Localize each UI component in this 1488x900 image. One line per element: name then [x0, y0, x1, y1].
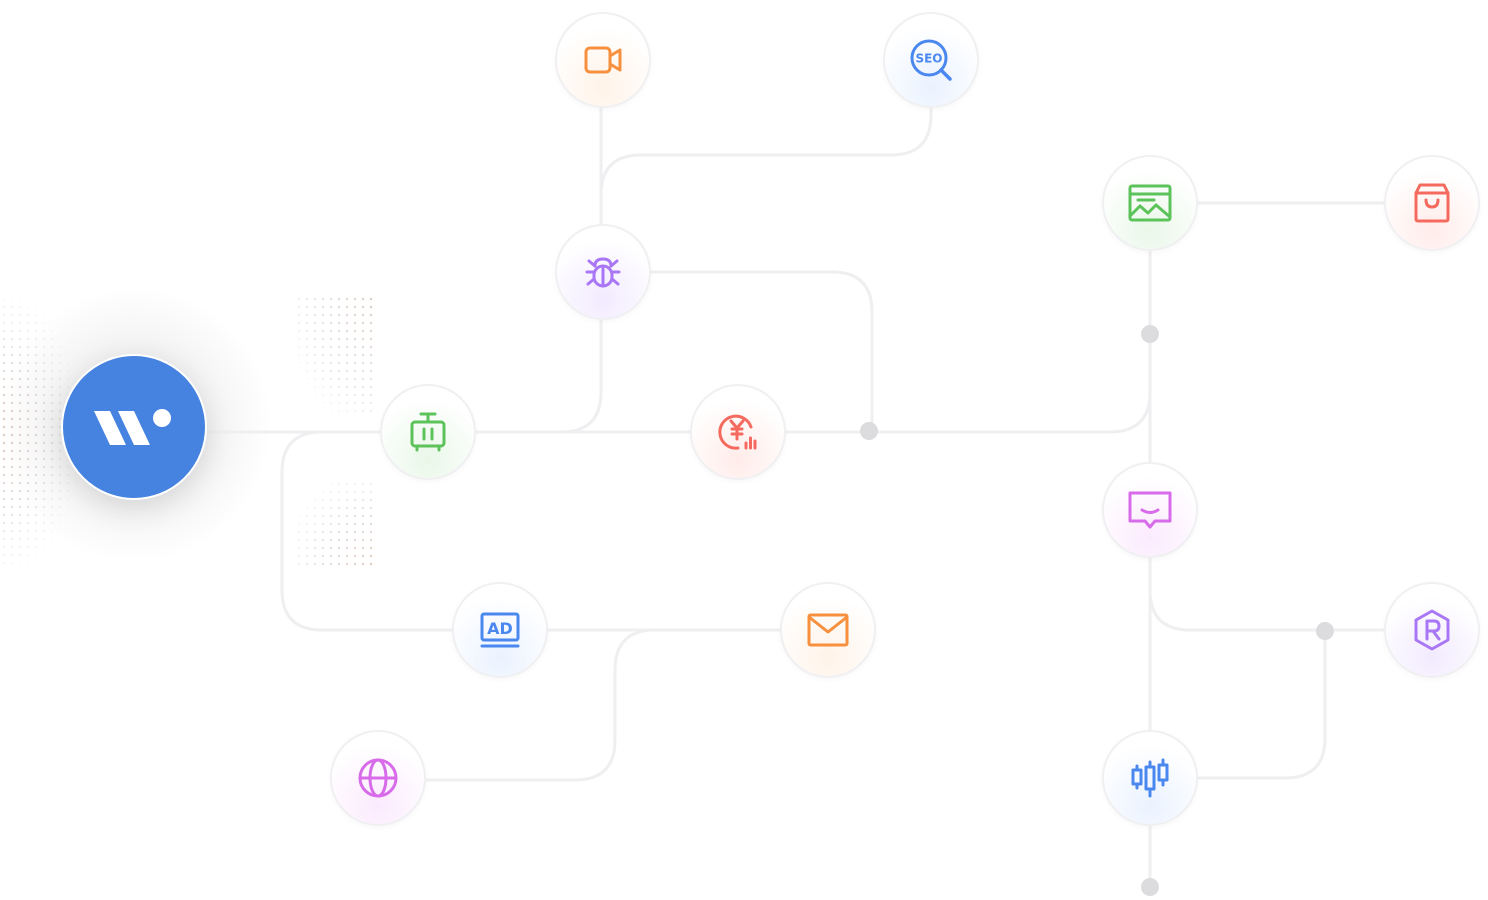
mail-envelope-icon	[807, 613, 849, 647]
node-stock[interactable]	[1102, 730, 1198, 826]
wire-logo-ad	[280, 430, 454, 632]
dot-pattern-right-top	[295, 295, 378, 415]
junction-dot	[860, 422, 878, 440]
wire-chat-registered	[1148, 578, 1386, 632]
globe-icon	[358, 758, 398, 798]
node-cost[interactable]	[690, 384, 786, 480]
wire-stock-junction	[1197, 630, 1327, 780]
video-camera-icon	[584, 46, 622, 74]
seo-search-icon: SEO	[910, 39, 952, 81]
dot-pattern-right-bottom	[295, 480, 378, 570]
node-shop[interactable]	[1384, 155, 1480, 251]
bug-icon	[585, 257, 621, 288]
shopping-bag-icon	[1414, 183, 1450, 223]
junction-dot	[1316, 622, 1334, 640]
web-image-icon	[1128, 184, 1172, 222]
chat-bubble-icon	[1128, 491, 1172, 529]
node-chat[interactable]	[1102, 462, 1198, 558]
seo-label: SEO	[915, 52, 942, 66]
ad-screen-icon: AD	[480, 612, 520, 648]
w-brand-logo	[94, 409, 171, 445]
node-seo[interactable]: SEO	[883, 12, 979, 108]
node-web-image[interactable]	[1102, 155, 1198, 251]
retro-tv-icon	[410, 412, 446, 452]
wire-seo-bug	[599, 106, 933, 197]
junction-dot	[1141, 878, 1159, 896]
brand-logo[interactable]	[61, 354, 207, 500]
node-globe[interactable]	[330, 730, 426, 826]
wire-bug-junction	[648, 270, 874, 432]
node-mail[interactable]	[780, 582, 876, 678]
junction-dot	[1141, 325, 1159, 343]
node-registered[interactable]	[1384, 582, 1480, 678]
wire-bug-tv	[559, 318, 603, 434]
yen-chart-icon	[718, 414, 757, 450]
node-tv[interactable]	[380, 384, 476, 480]
node-bug[interactable]	[555, 224, 651, 320]
node-video[interactable]	[555, 12, 651, 108]
wire-cost-right	[784, 250, 1152, 434]
node-ad[interactable]: AD	[452, 582, 548, 678]
wire-mail-globe	[424, 628, 657, 782]
ad-label: AD	[487, 619, 513, 638]
candlestick-chart-icon	[1131, 758, 1169, 798]
registered-badge-icon	[1414, 609, 1450, 651]
